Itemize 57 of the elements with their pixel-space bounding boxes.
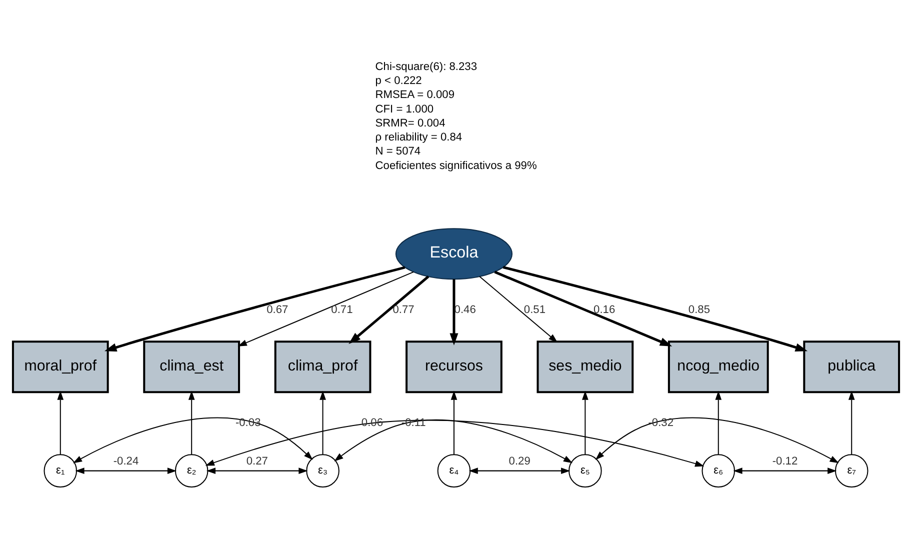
label: SRMR= 0.004 [375, 117, 446, 130]
node-circle: ε₃ [306, 454, 340, 488]
node-box: recursos [406, 340, 502, 394]
edge-label: 0.77 [392, 304, 414, 316]
arrow [75, 468, 177, 474]
arrow [72, 417, 313, 464]
node-circle: ε₂ [174, 454, 208, 488]
arrow [238, 271, 414, 346]
edge-label: 0.51 [524, 304, 546, 316]
edge-label: -0.12 [772, 456, 798, 468]
arrow [494, 270, 672, 346]
arrow [450, 279, 458, 346]
edge-label: 0.29 [508, 456, 530, 468]
edge-label: 0.85 [688, 304, 710, 316]
label: CFI = 1.000 [375, 103, 434, 116]
node-ellipse: Escola [395, 228, 513, 280]
node-box: moral_prof [12, 340, 109, 394]
label: Chi-square(6): 8.233 [375, 60, 478, 73]
label: RMSEA = 0.009 [375, 89, 455, 102]
edge-label: 0.27 [246, 456, 268, 468]
arrow [188, 390, 195, 454]
node-box: clima_prof [274, 340, 372, 394]
edge-label: -0.32 [648, 417, 674, 430]
arrow [468, 468, 570, 474]
arrow [848, 390, 855, 454]
node-circle: ε₄ [437, 454, 471, 488]
label: p < 0.222 [375, 75, 422, 88]
arrow [104, 266, 406, 352]
label: N = 5074 [375, 146, 421, 158]
label: ρ reliability = 0.84 [375, 132, 462, 144]
arrow [595, 417, 839, 464]
arrow [450, 390, 458, 454]
node-box: publica [803, 340, 900, 394]
node-circle: ε₆ [702, 454, 736, 488]
edge-label: -0.03 [235, 417, 261, 430]
arrow [582, 390, 588, 454]
node-box: ncog_medio [668, 340, 769, 394]
arrow [715, 390, 722, 454]
arrow [205, 420, 704, 467]
edge-label: 0.16 [594, 304, 616, 316]
label: Coeficientes significativos a 99% [375, 160, 537, 172]
arrow [733, 468, 837, 474]
node-box: ses_medio [536, 340, 634, 394]
node-circle: ε₇ [834, 454, 868, 488]
arrow [206, 468, 308, 474]
edge-label: 0.67 [266, 304, 288, 316]
edge-label: -0.24 [113, 456, 139, 468]
arrow [320, 390, 326, 454]
arrow [57, 390, 64, 454]
arrow [334, 420, 573, 464]
node-circle: ε₁ [44, 454, 78, 488]
arrow [348, 276, 430, 344]
edge-label: 0.71 [331, 304, 353, 316]
arrow [502, 266, 808, 352]
arrow [479, 276, 558, 343]
node-circle: ε₅ [568, 454, 602, 488]
node-box: clima_est [143, 340, 240, 394]
